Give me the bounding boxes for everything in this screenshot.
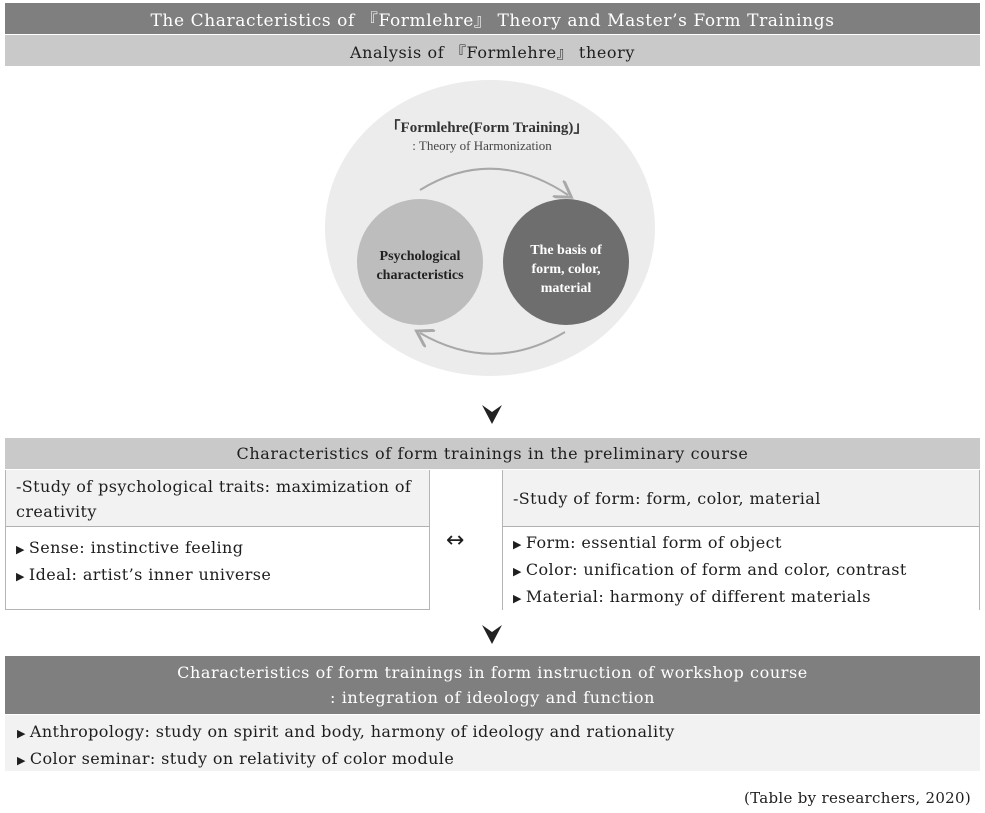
bullet-triangle-icon: ▶	[513, 538, 522, 551]
list-item: ▶Anthropology: study on spirit and body,…	[17, 722, 675, 741]
study-of-form-heading: -Study of form: form, color, material	[503, 470, 979, 527]
double-arrow-icon: ↔	[446, 528, 465, 553]
table-title: The Characteristics of 『Formlehre』 Theor…	[5, 3, 980, 34]
formlehre-diagram: 「Formlehre(Form Training)」 : Theory of H…	[325, 80, 655, 376]
bullet-triangle-icon: ▶	[16, 570, 25, 583]
bullet-triangle-icon: ▶	[513, 592, 522, 605]
list-item: ▶Form: essential form of object	[513, 533, 782, 552]
psychological-traits-heading: -Study of psychological traits: maximiza…	[6, 470, 429, 527]
list-item: ▶Material: harmony of different material…	[513, 587, 871, 606]
right-circle-line2: form, color,	[531, 262, 600, 277]
list-item: ▶Color: unification of form and color, c…	[513, 560, 907, 579]
down-arrow-icon	[482, 625, 502, 644]
psychological-traits-list: ▶Sense: instinctive feeling ▶Ideal: arti…	[6, 527, 429, 597]
preliminary-course-header: Characteristics of form trainings in the…	[5, 438, 980, 469]
list-item: ▶Color seminar: study on relativity of c…	[17, 749, 455, 768]
psychological-traits-column: -Study of psychological traits: maximiza…	[5, 470, 430, 610]
diagram-subheading: : Theory of Harmonization	[412, 138, 552, 153]
cycle-arrow-bottom	[420, 332, 566, 355]
list-item: ▶Ideal: artist’s inner universe	[16, 565, 272, 584]
bullet-triangle-icon: ▶	[17, 727, 26, 740]
cycle-arrow-top	[419, 167, 568, 195]
diagram-heading: 「Formlehre(Form Training)」	[386, 118, 589, 136]
left-circle-line1: Psychological	[380, 249, 461, 264]
workshop-header-line2: : integration of ideology and function	[330, 688, 655, 707]
right-circle	[503, 199, 629, 325]
down-arrow-icon	[482, 405, 502, 424]
workshop-header-line1: Characteristics of form trainings in for…	[177, 663, 808, 682]
bullet-triangle-icon: ▶	[17, 754, 26, 767]
section-title-analysis: Analysis of 『Formlehre』 theory	[5, 35, 980, 66]
list-item: ▶Sense: instinctive feeling	[16, 538, 244, 557]
workshop-course-header: Characteristics of form trainings in for…	[5, 656, 980, 714]
right-circle-line3: material	[541, 281, 592, 296]
workshop-course-list: ▶Anthropology: study on spirit and body,…	[5, 715, 980, 771]
bullet-triangle-icon: ▶	[513, 565, 522, 578]
left-circle	[357, 199, 483, 325]
bullet-triangle-icon: ▶	[16, 543, 25, 556]
table-caption: (Table by researchers, 2020)	[743, 789, 971, 807]
study-of-form-column: -Study of form: form, color, material ▶F…	[502, 470, 980, 619]
right-circle-line1: The basis of	[530, 243, 602, 258]
study-of-form-list: ▶Form: essential form of object ▶Color: …	[503, 527, 979, 619]
left-circle-line2: characteristics	[376, 268, 464, 283]
